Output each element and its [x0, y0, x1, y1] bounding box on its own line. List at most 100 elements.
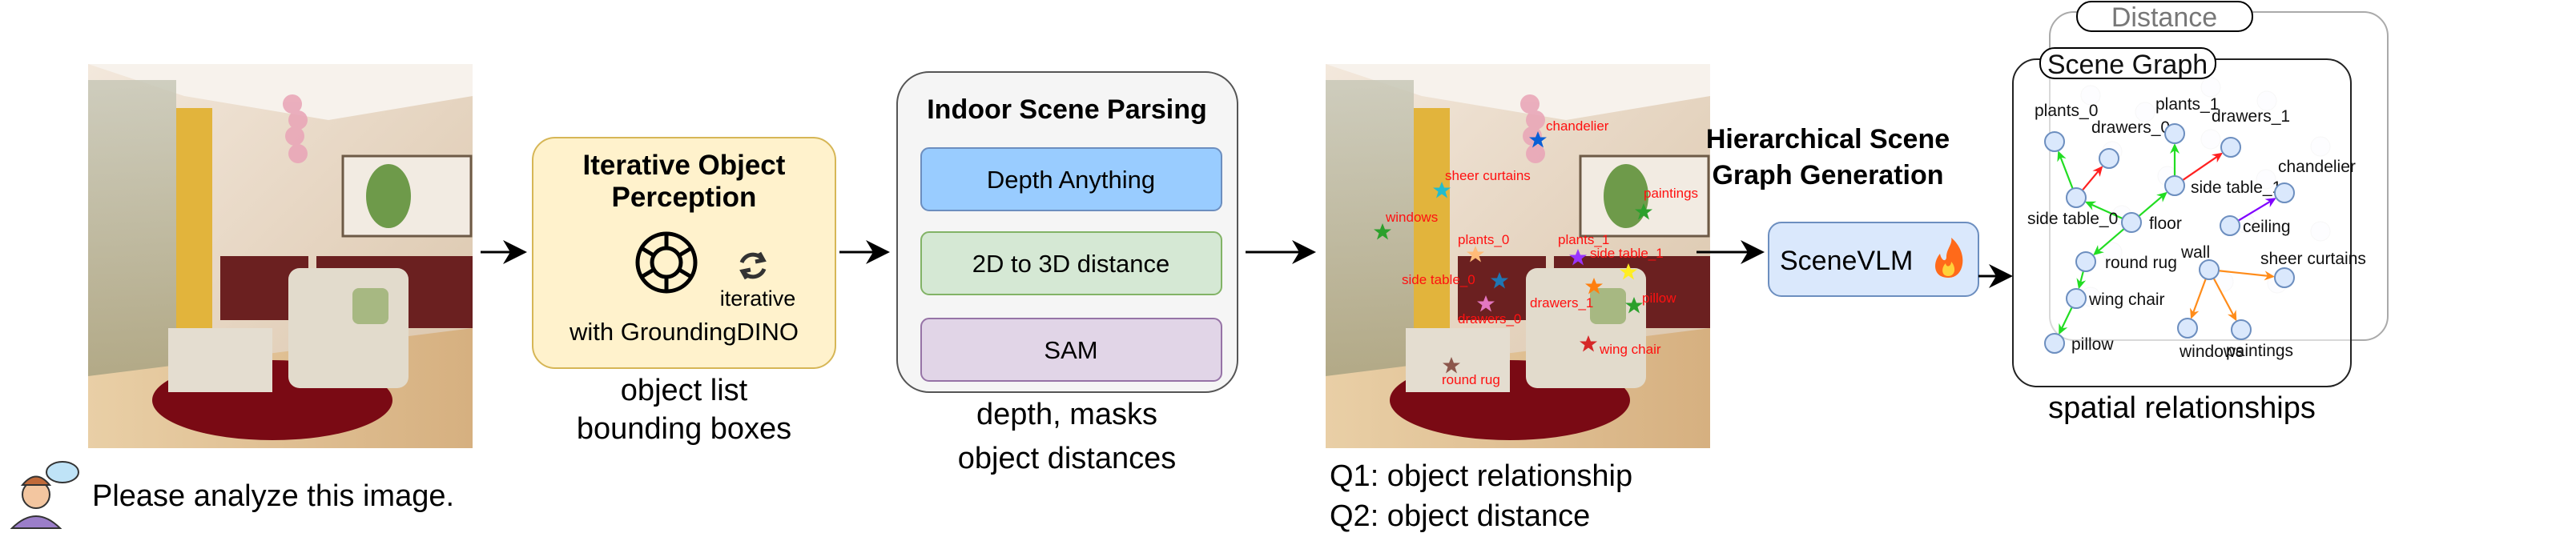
perception-output: object list [621, 374, 748, 407]
edge-arrowhead [2084, 201, 2097, 210]
scene-graph-node[interactable] [2164, 123, 2185, 144]
distance-label: Distance [2111, 2, 2217, 33]
scene-graph-node[interactable] [2121, 212, 2142, 233]
relationship-edge [2059, 156, 2074, 190]
scene-graph-label: Scene Graph [2047, 50, 2208, 80]
scene-graph-node[interactable] [2199, 259, 2220, 280]
scene-graph-node-label: sheer curtains [2260, 250, 2366, 268]
edge-arrowhead [2156, 191, 2167, 202]
relationship-edge [2182, 155, 2219, 182]
object-annotation-label: round rug [1442, 372, 1500, 387]
edge-arrowhead [2264, 198, 2276, 208]
object-annotation-label: paintings [1644, 186, 1698, 201]
perception-title: Iterative Object [583, 150, 786, 181]
grounding-dino-label: with GroundingDINO [569, 318, 799, 346]
scene-graph-node-label: pillow [2071, 335, 2114, 354]
scenevlm-label: SceneVLM [1780, 246, 1913, 276]
parsing-output: depth, masks [976, 398, 1157, 431]
relationship-edge [2079, 270, 2085, 283]
edge-arrowhead [2092, 166, 2103, 178]
scene-graph-node-label: floor [2149, 214, 2182, 233]
scenevlm-box [1768, 222, 1979, 297]
object-annotation-label: plants_1 [1558, 232, 1609, 247]
relationship-edge [2060, 307, 2073, 330]
scene-graph-node-label: wall [2180, 243, 2210, 262]
scene-graph-node-label: drawers_1 [2212, 107, 2290, 126]
object-annotation-label: pillow [1642, 291, 1676, 306]
scene-graph-node[interactable] [2177, 318, 2198, 339]
parsing-module [920, 318, 1222, 382]
scene-graph-node-label: chandelier [2278, 158, 2356, 176]
object-annotation-label: plants_0 [1458, 232, 1509, 247]
relationship-edge [2097, 227, 2125, 252]
scene-graph-node[interactable] [2044, 131, 2065, 152]
relationship-edge [2090, 203, 2123, 220]
relationship-edge [2081, 170, 2100, 191]
scene-graph-node[interactable] [2044, 333, 2065, 354]
scene-graph-node-label: side table_1 [2191, 178, 2281, 197]
scene-graph-node-label: side table_0 [2027, 210, 2118, 228]
user-prompt: Please analyze this image. [92, 479, 454, 513]
scene-graph-node-label: windows [2179, 343, 2244, 361]
question-1: Q1: object relationship [1330, 459, 1632, 493]
scene-graph-node[interactable] [2066, 187, 2087, 208]
parsing-module [920, 231, 1222, 295]
scene-graph-node[interactable] [2164, 175, 2185, 196]
scene-graph-node[interactable] [2066, 288, 2087, 309]
parsing-module-label: 2D to 3D distance [972, 250, 1169, 278]
edge-arrowhead [2227, 310, 2237, 322]
scene-graph-node[interactable] [2231, 319, 2252, 340]
scene-graph-node[interactable] [2075, 251, 2096, 272]
scene-graph-tab [2039, 47, 2216, 79]
object-annotation-label: side table_1 [1590, 246, 1664, 261]
scene-graph-node[interactable] [2274, 267, 2295, 288]
fire-icon [1935, 238, 1963, 278]
edge-arrowhead [2076, 278, 2087, 290]
relationship-edge [2138, 195, 2163, 218]
parsing-output: object distances [958, 442, 1177, 475]
scene-graph-node-label: paintings [2226, 342, 2293, 360]
scene-graph-node[interactable] [2274, 182, 2295, 203]
input-room-image [87, 62, 474, 450]
relationship-edge [2192, 278, 2207, 314]
parsing-module [920, 147, 1222, 211]
scene-graph-node-label: plants_1 [2155, 95, 2219, 114]
parsing-module-label: Depth Anything [987, 166, 1155, 194]
relationship-edge [2218, 270, 2269, 277]
object-annotation-label: side table_0 [1402, 272, 1475, 287]
scene-graph-node-label: wing chair [2088, 291, 2165, 309]
edge-arrowhead [2170, 143, 2180, 154]
scene-graph-node-label: plants_0 [2035, 102, 2098, 120]
perception-output: bounding boxes [577, 412, 791, 446]
relationship-edge [2237, 200, 2272, 222]
scene-parsing-title: Indoor Scene Parsing [927, 94, 1207, 125]
user-avatar-icon [10, 461, 79, 529]
object-annotation-label: wing chair [1599, 342, 1661, 357]
edge-arrowhead [2190, 307, 2200, 319]
generation-title: Hierarchical Scene [1706, 124, 1950, 154]
generation-title: Graph Generation [1712, 160, 1943, 190]
edge-arrowhead [2211, 152, 2224, 163]
object-annotation-label: drawers_0 [1458, 311, 1521, 327]
edge-arrowhead [2264, 270, 2276, 281]
perception-title: Perception [612, 182, 757, 213]
graph-caption: spatial relationships [2048, 391, 2316, 425]
scene-graph-node[interactable] [2220, 137, 2241, 158]
scene-graph-node[interactable] [2220, 215, 2240, 236]
edge-arrowhead [2093, 245, 2104, 256]
object-annotation-label: sheer curtains [1445, 168, 1531, 183]
iterative-label: iterative [720, 287, 796, 311]
relationship-edge [2212, 278, 2235, 316]
question-2: Q2: object distance [1330, 499, 1590, 533]
scene-graph-node[interactable] [2099, 148, 2119, 169]
object-annotation-label: windows [1385, 210, 1438, 225]
distance-tab [2076, 1, 2253, 32]
scene-graph-node-label: round rug [2105, 254, 2177, 272]
parsing-module-label: SAM [1044, 336, 1097, 364]
scene-graph-node-label: ceiling [2243, 218, 2291, 236]
refresh-cycle-icon [739, 251, 767, 280]
object-annotation-label: drawers_1 [1530, 295, 1593, 311]
scene-graph-node-label: drawers_0 [2091, 118, 2170, 137]
